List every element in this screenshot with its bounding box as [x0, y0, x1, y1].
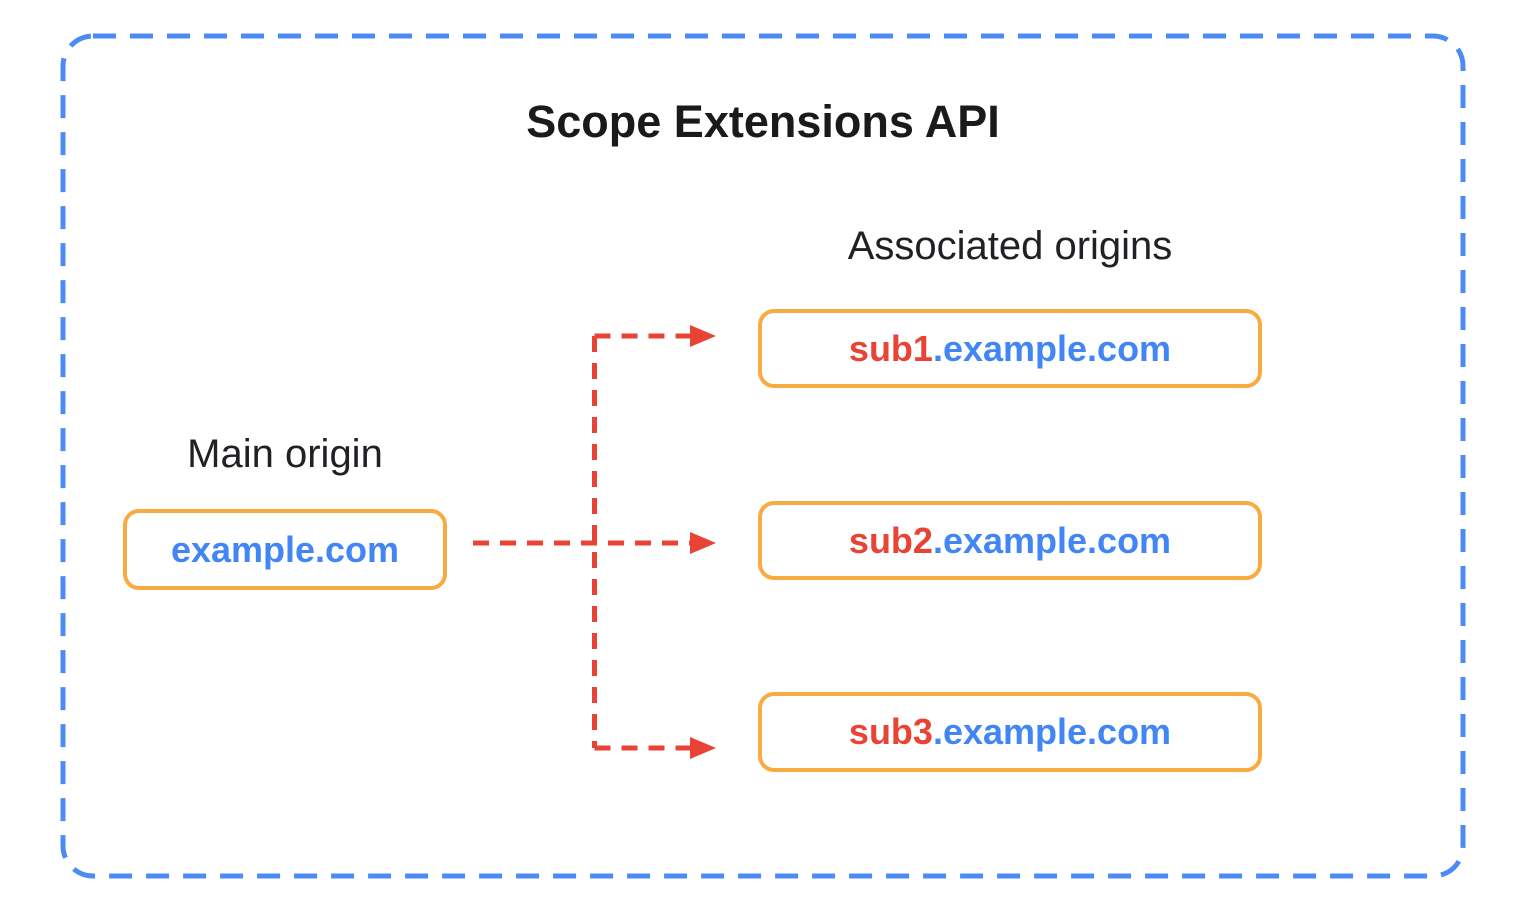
- associated-origins-label: Associated origins: [847, 224, 1173, 268]
- main-origin-text: example.com: [170, 528, 400, 570]
- diagram-title: Scope Extensions API: [526, 96, 1000, 147]
- main-origin-label: Main origin: [187, 432, 383, 476]
- sub2-prefix: sub2: [848, 519, 933, 561]
- associated-origin-box-sub3: sub3.example.com: [758, 692, 1262, 772]
- outer-dashed-frame: [60, 33, 1466, 879]
- sub2-origin-text: sub2.example.com: [849, 520, 1171, 562]
- sub2-suffix: .example.com: [932, 519, 1172, 561]
- arrowhead-sub1-icon: [690, 325, 716, 347]
- sub1-origin-text: sub1.example.com: [849, 328, 1171, 370]
- sub1-prefix: sub1: [848, 327, 933, 369]
- associated-origin-box-sub2: sub2.example.com: [758, 501, 1262, 580]
- sub3-suffix: .example.com: [932, 711, 1172, 752]
- sub1-suffix: .example.com: [932, 327, 1172, 369]
- main-origin-box: example.com: [123, 509, 447, 590]
- arrowhead-sub2-icon: [690, 532, 716, 554]
- associated-origin-box-sub1: sub1.example.com: [758, 309, 1262, 388]
- arrowhead-sub3-icon: [690, 737, 716, 759]
- sub3-prefix: sub3: [848, 711, 933, 752]
- sub3-origin-text: sub3.example.com: [849, 711, 1171, 753]
